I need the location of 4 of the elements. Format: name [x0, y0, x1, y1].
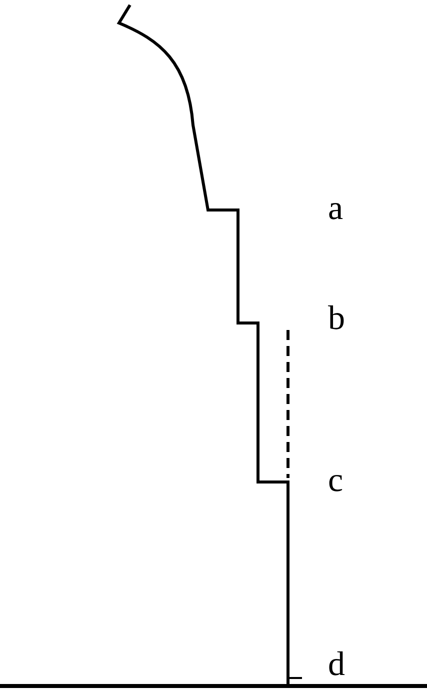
level-label: c: [328, 464, 344, 498]
level-label: b: [328, 302, 345, 336]
level-label: a: [328, 192, 344, 226]
level-label: d: [328, 648, 345, 682]
